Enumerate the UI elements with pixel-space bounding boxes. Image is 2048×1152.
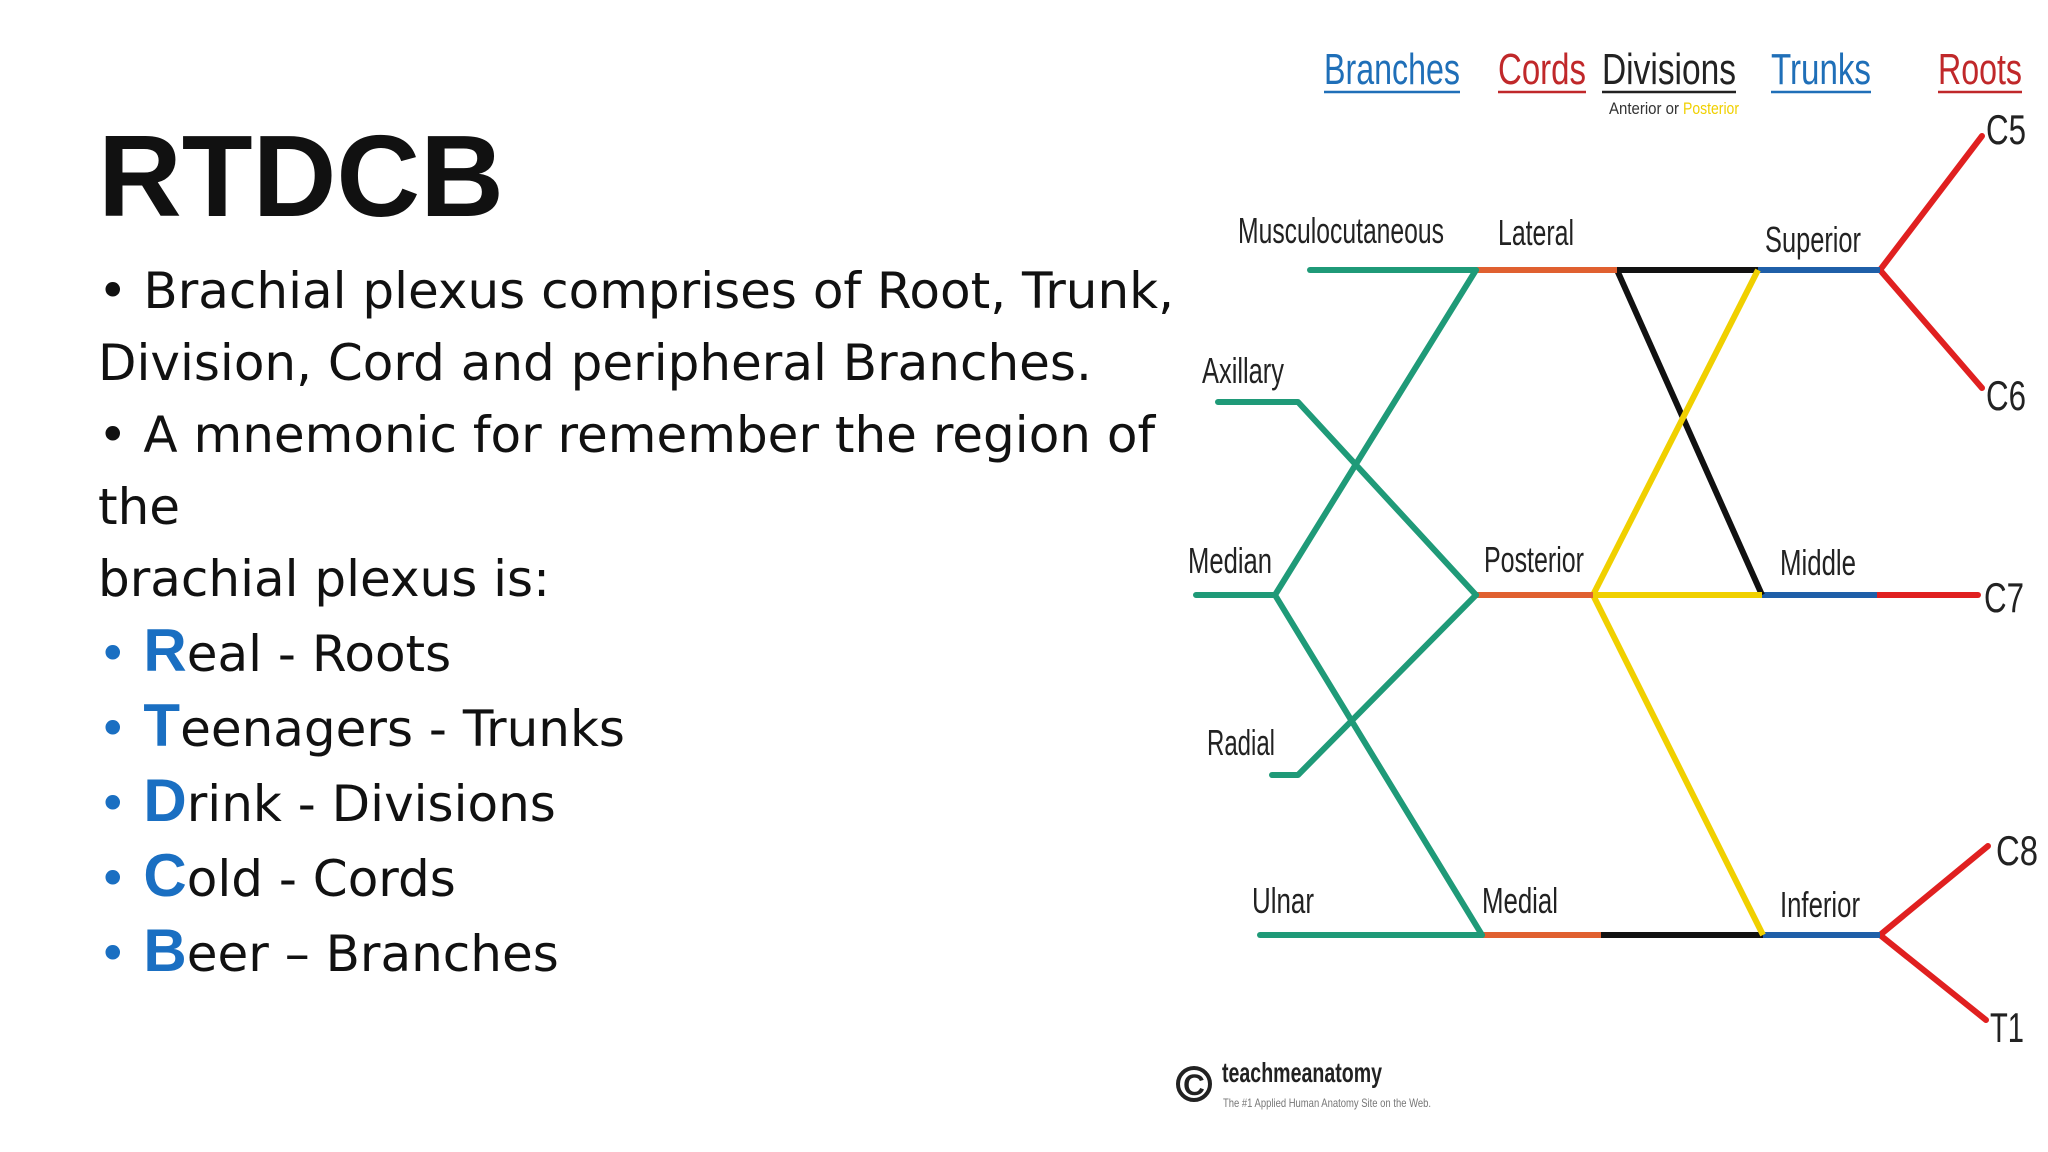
mnemonic-text: eenagers - Trunks [180, 700, 625, 758]
label-c7: C7 [1984, 574, 2024, 621]
bullet-dot: • [98, 850, 128, 908]
branch-axillary-line [1215, 399, 1479, 598]
logo-name: teachmeanatomy [1222, 1057, 1382, 1088]
division-posterior-superior-line [1590, 268, 1761, 597]
bullet-dot: • [98, 700, 128, 758]
bullet-2-line-2: the [98, 478, 181, 536]
division-posterior-inferior-line [1590, 593, 1766, 937]
label-c8: C8 [1996, 827, 2038, 874]
bullet-2-line-1: • A mnemonic for remember the region of [98, 406, 1156, 464]
label-medial: Medial [1482, 880, 1558, 921]
bullet-dot: • [98, 775, 128, 833]
teachmeanatomy-logo: C teachmeanatomy The #1 Applied Human An… [1176, 1057, 1431, 1110]
slide-title: RTDCB [98, 111, 504, 241]
label-lateral: Lateral [1498, 212, 1574, 253]
bullet-2-line-3: brachial plexus is: [98, 550, 550, 608]
label-musculocutaneous: Musculocutaneous [1238, 210, 1444, 251]
mnemonic-text: old - Cords [186, 850, 456, 908]
brachial-plexus-diagram: Branches Cords Divisions Anterior or Pos… [1176, 45, 2038, 1110]
header-divisions-anterior-label: Anterior or [1609, 99, 1679, 118]
bullet-dot: • [98, 925, 128, 983]
root-c8-line [1877, 843, 1991, 938]
root-c6-line [1877, 267, 1985, 391]
header-roots: Roots [1938, 45, 2022, 94]
mnemonic-item-trunks: • Teenagers - Trunks [98, 690, 1158, 765]
header-trunks: Trunks [1771, 45, 1871, 94]
mnemonic-text: eal - Roots [186, 625, 452, 683]
label-axillary: Axillary [1202, 350, 1284, 391]
bullet-dot: • [98, 625, 128, 683]
label-radial: Radial [1207, 722, 1275, 763]
header-branches: Branches [1324, 45, 1460, 94]
label-middle: Middle [1780, 542, 1856, 583]
label-t1: T1 [1990, 1004, 2024, 1051]
copyright-icon [1176, 1066, 1212, 1102]
bullet-list: • Brachial plexus comprises of Root, Tru… [98, 255, 1174, 990]
label-c5: C5 [1986, 106, 2026, 153]
mnemonic-item-divisions: • Drink - Divisions [98, 765, 1158, 840]
label-superior: Superior [1765, 219, 1861, 260]
root-t1-line [1877, 932, 1989, 1023]
mnemonic-letter: R [143, 617, 187, 684]
label-median: Median [1188, 540, 1272, 581]
header-cords: Cords [1498, 45, 1586, 94]
mnemonic-item-cords: • Cold - Cords [98, 840, 1158, 915]
label-c6: C6 [1986, 372, 2026, 419]
division-anterior-middle-line [1614, 268, 1765, 597]
label-ulnar: Ulnar [1252, 880, 1314, 921]
header-divisions: Divisions [1602, 45, 1736, 94]
mnemonic-letter: B [143, 917, 187, 984]
mnemonic-letter: C [143, 842, 187, 909]
bullet-1-line-2: Division, Cord and peripheral Branches. [98, 334, 1092, 392]
root-c5-line [1877, 133, 1985, 273]
mnemonic-item-branches: • Beer – Branches [98, 915, 1158, 990]
branch-radial-line [1269, 592, 1479, 778]
mnemonic-text: eer – Branches [186, 925, 559, 983]
branch-median-medial-root-line [1272, 592, 1485, 938]
mnemonic-text: rink - Divisions [186, 775, 556, 833]
logo-symbol: C [1183, 1069, 1205, 1102]
label-inferior: Inferior [1780, 884, 1860, 925]
label-posterior: Posterior [1484, 539, 1584, 580]
bullet-1-line-1: • Brachial plexus comprises of Root, Tru… [98, 262, 1174, 320]
mnemonic-item-roots: • Real - Roots [98, 615, 1158, 690]
logo-tagline: The #1 Applied Human Anatomy Site on the… [1223, 1096, 1431, 1110]
mnemonic-letter: T [143, 692, 181, 759]
header-divisions-posterior-label: Posterior [1683, 99, 1739, 118]
mnemonic-letter: D [143, 767, 187, 834]
